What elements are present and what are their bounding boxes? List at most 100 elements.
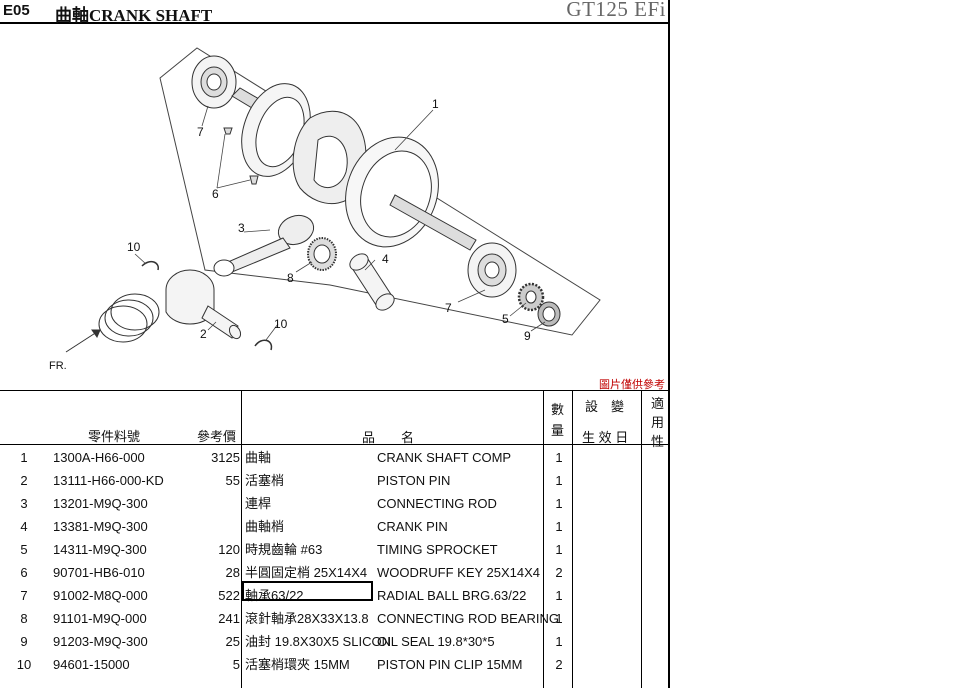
cell-part[interactable]: 1300A-H66-000 bbox=[53, 450, 145, 465]
selected-cell[interactable] bbox=[242, 581, 373, 601]
cell-part[interactable]: 91002-M8Q-000 bbox=[53, 588, 148, 603]
cell-cn[interactable]: 半圓固定梢 25X14X4 bbox=[245, 565, 368, 580]
cell-no[interactable]: 3 bbox=[20, 496, 28, 511]
cell-en[interactable]: PISTON PIN CLIP 15MM bbox=[377, 657, 523, 672]
header-applic-1: 適 bbox=[651, 396, 665, 411]
cell-part[interactable]: 13381-M9Q-300 bbox=[53, 519, 148, 534]
header-change-2: 生 效 日 bbox=[582, 430, 629, 445]
parts-sheet: E05 曲軸CRANK SHAFT GT125 EFi bbox=[0, 0, 670, 688]
cell-qty[interactable]: 1 bbox=[555, 496, 563, 511]
cell-part[interactable]: 90701-HB6-010 bbox=[53, 565, 145, 580]
cell-cn[interactable]: 活塞梢環夾 15MM bbox=[245, 657, 350, 672]
diagram-callouts: 1 7 6 3 4 8 7 5 9 10 10 2 FR. bbox=[49, 97, 531, 372]
header-part-no: 零件料號 bbox=[88, 429, 141, 444]
callout-8: 8 bbox=[287, 271, 294, 285]
needle-bearing bbox=[307, 237, 337, 271]
cell-cn[interactable]: 曲軸梢 bbox=[245, 519, 285, 534]
cell-no[interactable]: 5 bbox=[20, 542, 28, 557]
cell-qty[interactable]: 1 bbox=[555, 519, 563, 534]
callout-1: 1 bbox=[432, 97, 439, 111]
callout-3: 3 bbox=[238, 221, 245, 235]
reference-note: 圖片僅供參考 bbox=[599, 379, 665, 391]
callout-10a: 10 bbox=[127, 240, 141, 254]
piston-pin bbox=[201, 305, 242, 340]
cell-price[interactable]: 241 bbox=[218, 611, 240, 626]
callout-9: 9 bbox=[524, 329, 531, 343]
cell-en[interactable]: WOODRUFF KEY 25X14X4 bbox=[377, 565, 541, 580]
cell-cn[interactable]: 連桿 bbox=[245, 496, 272, 511]
cell-no[interactable]: 10 bbox=[16, 657, 32, 672]
right-bearing bbox=[467, 242, 517, 298]
model-name: GT125 EFi bbox=[566, 0, 666, 21]
cell-price[interactable]: 55 bbox=[225, 473, 240, 488]
cell-qty[interactable]: 1 bbox=[555, 473, 563, 488]
cell-price[interactable]: 28 bbox=[225, 565, 240, 580]
section-code: E05 bbox=[3, 2, 30, 19]
cell-en[interactable]: CRANK SHAFT COMP bbox=[377, 450, 512, 465]
callout-2: 2 bbox=[200, 327, 207, 341]
oil-seal bbox=[537, 301, 561, 327]
header-name: 品 名 bbox=[362, 430, 415, 445]
exploded-diagram: 1 7 6 3 4 8 7 5 9 10 10 2 FR. bbox=[49, 47, 601, 372]
cell-price[interactable]: 25 bbox=[225, 634, 240, 649]
piston-rings bbox=[98, 293, 160, 343]
callout-7a: 7 bbox=[197, 125, 204, 139]
cell-no[interactable]: 1 bbox=[20, 450, 28, 465]
cell-no[interactable]: 8 bbox=[20, 611, 28, 626]
cell-price[interactable]: 120 bbox=[218, 542, 240, 557]
header-qty-2: 量 bbox=[551, 423, 565, 438]
cell-price[interactable]: 3125 bbox=[211, 450, 240, 465]
cell-price[interactable]: 5 bbox=[232, 657, 240, 672]
header-qty-1: 數 bbox=[551, 402, 565, 417]
crank-pin bbox=[349, 253, 395, 311]
cell-price[interactable]: 522 bbox=[218, 588, 240, 603]
left-bearing bbox=[191, 55, 237, 109]
cell-cn[interactable]: 滾針軸承28X33X13.8 bbox=[245, 611, 369, 626]
section-title: 曲軸CRANK SHAFT bbox=[55, 6, 213, 25]
cell-en[interactable]: CONNECTING ROD BEARING bbox=[377, 611, 560, 626]
cell-en[interactable]: OIL SEAL 19.8*30*5 bbox=[377, 634, 495, 649]
callout-7b: 7 bbox=[445, 301, 452, 315]
connecting-rod bbox=[213, 214, 315, 277]
cell-part[interactable]: 91203-M9Q-300 bbox=[53, 634, 148, 649]
cell-en[interactable]: PISTON PIN bbox=[377, 473, 451, 488]
callout-10b: 10 bbox=[274, 317, 288, 331]
callout-6: 6 bbox=[212, 187, 219, 201]
callout-5: 5 bbox=[502, 312, 509, 326]
cell-qty[interactable]: 1 bbox=[555, 611, 563, 626]
cell-no[interactable]: 4 bbox=[20, 519, 28, 534]
cell-en[interactable]: CONNECTING ROD bbox=[377, 496, 497, 511]
cell-qty[interactable]: 2 bbox=[555, 565, 563, 580]
cell-part[interactable]: 94601-15000 bbox=[53, 657, 130, 672]
cell-qty[interactable]: 2 bbox=[555, 657, 563, 672]
cell-en[interactable]: TIMING SPROCKET bbox=[377, 542, 498, 557]
cell-no[interactable]: 6 bbox=[20, 565, 28, 580]
crank-web-left bbox=[241, 83, 311, 177]
cell-no[interactable]: 7 bbox=[20, 588, 28, 603]
cell-qty[interactable]: 1 bbox=[555, 634, 563, 649]
cell-no[interactable]: 2 bbox=[20, 473, 28, 488]
cell-qty[interactable]: 1 bbox=[555, 588, 563, 603]
cell-qty[interactable]: 1 bbox=[555, 542, 563, 557]
header-change-1: 設 變 bbox=[585, 399, 625, 414]
cell-en[interactable]: RADIAL BALL BRG.63/22 bbox=[377, 588, 527, 603]
header-applic-2: 用 bbox=[651, 415, 665, 430]
cell-part[interactable]: 14311-M9Q-300 bbox=[53, 542, 147, 557]
crank-web-right bbox=[292, 110, 367, 204]
cell-cn[interactable]: 曲軸 bbox=[245, 450, 272, 465]
cell-part[interactable]: 13201-M9Q-300 bbox=[53, 496, 148, 511]
cell-cn[interactable]: 油封 19.8X30X5 SLICON bbox=[245, 634, 391, 649]
cell-cn[interactable]: 時規齒輪 #63 bbox=[245, 542, 323, 557]
cell-no[interactable]: 9 bbox=[20, 634, 28, 649]
parts-table: 零件料號 參考價 品 名 數 量 設 變 生 效 日 適 用 性 1 1300A-… bbox=[0, 390, 670, 688]
cell-en[interactable]: CRANK PIN bbox=[377, 519, 448, 534]
sheet-header: E05 曲軸CRANK SHAFT GT125 EFi bbox=[0, 0, 668, 25]
cell-qty[interactable]: 1 bbox=[555, 450, 563, 465]
cell-part[interactable]: 91101-M9Q-000 bbox=[53, 611, 147, 626]
front-arrow bbox=[65, 329, 101, 353]
cell-cn[interactable]: 活塞梢 bbox=[245, 473, 285, 488]
cell-part[interactable]: 13111-H66-000-KD bbox=[53, 473, 164, 488]
callout-4: 4 bbox=[382, 252, 389, 266]
header-price: 參考價 bbox=[197, 429, 237, 444]
header-applic-3: 性 bbox=[651, 434, 665, 449]
